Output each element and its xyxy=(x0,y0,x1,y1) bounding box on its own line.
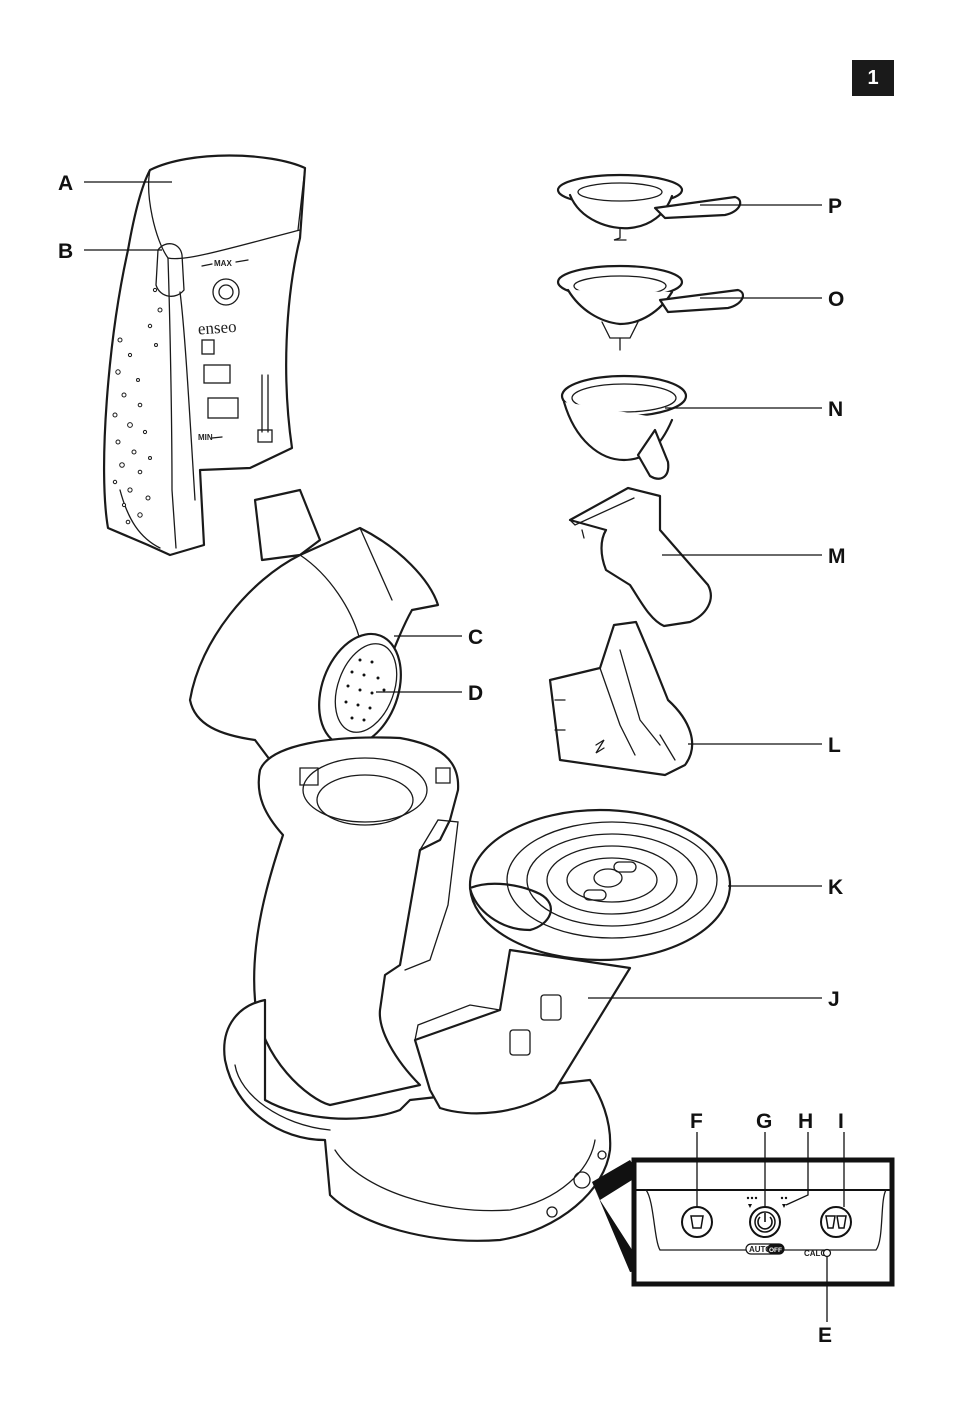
label-f: F xyxy=(690,1110,703,1133)
label-c: C xyxy=(468,626,483,649)
spout-holder xyxy=(548,620,694,777)
label-m: M xyxy=(828,545,846,568)
tank-bubble-pattern xyxy=(112,287,163,525)
label-i: I xyxy=(838,1110,844,1133)
label-j: J xyxy=(828,988,840,1011)
lid-assembly xyxy=(188,488,440,762)
one-cup-pad-holder xyxy=(556,173,742,241)
part-labels: A B C D F G H I E J K L M N O P xyxy=(58,172,846,1347)
one-cup-button[interactable] xyxy=(681,1206,713,1238)
double-cup-icon xyxy=(825,1215,847,1229)
tank-min-mark: MIN xyxy=(198,433,213,442)
power-button[interactable] xyxy=(749,1206,781,1238)
machine-body xyxy=(223,736,632,1242)
label-d: D xyxy=(468,682,483,705)
label-n: N xyxy=(828,398,843,421)
single-cup-icon xyxy=(690,1215,704,1229)
label-e: E xyxy=(818,1324,832,1347)
label-l: L xyxy=(828,734,841,757)
off-label: OFF xyxy=(769,1247,782,1254)
label-g: G xyxy=(756,1110,772,1133)
calc-label: CALC xyxy=(804,1249,826,1258)
label-p: P xyxy=(828,195,842,218)
two-cups-button[interactable] xyxy=(820,1206,852,1238)
calc-light xyxy=(822,1248,832,1258)
leader-lines xyxy=(84,181,845,1322)
two-cup-pad-holder xyxy=(556,264,745,351)
shower-head-dots xyxy=(344,658,386,722)
label-o: O xyxy=(828,288,844,311)
spout-cover xyxy=(568,486,712,628)
auto-off-indicator: AUTO OFF xyxy=(745,1243,785,1255)
label-a: A xyxy=(58,172,73,195)
auto-label: AUTO xyxy=(749,1245,772,1254)
drip-tray xyxy=(468,808,732,962)
control-panel-inset: AUTO OFF CALC xyxy=(592,1157,895,1287)
label-h: H xyxy=(798,1110,813,1133)
label-k: K xyxy=(828,876,843,899)
tank-brand-text: enseo xyxy=(197,317,237,339)
power-icon xyxy=(757,1213,773,1230)
label-b: B xyxy=(58,240,73,263)
page-number-badge: 1 xyxy=(852,60,894,96)
coffee-spout xyxy=(560,374,688,480)
water-tank: enseo MAX MIN xyxy=(103,154,307,557)
tank-max-mark: MAX xyxy=(214,259,232,268)
